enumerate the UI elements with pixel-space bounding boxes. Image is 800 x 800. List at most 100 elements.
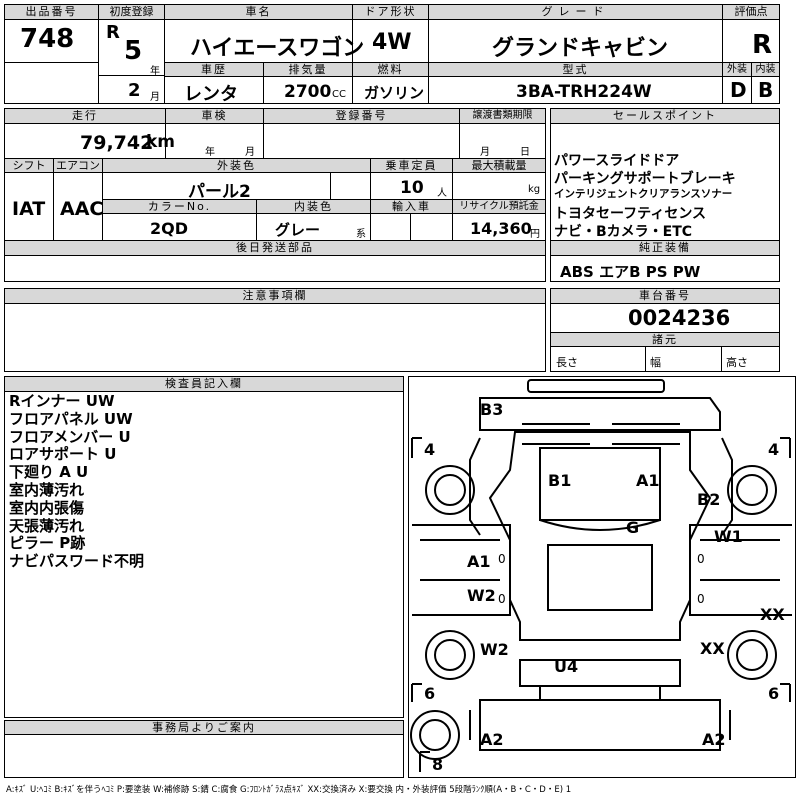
list-item: フロアパネル UW [9,409,133,428]
color-no-header: カラーNo. [103,200,256,214]
mark-b3: B3 [480,400,503,419]
mark-w2-left-low: W2 [480,640,509,659]
mark-o-rr: 0 [697,592,705,606]
displacement-header: 排気量 [264,63,352,77]
list-item: ロアサポート U [9,445,117,464]
list-item: 室内内張傷 [9,498,85,517]
list-item: Rインナー UW [9,392,115,410]
inspector-header: 検査員記入欄 [5,377,403,392]
sales-point: パワースライドドア [554,153,680,169]
list-item: ピラー P跡 [9,534,86,553]
list-item: ナビパスワード不明 [9,552,145,571]
recycle-unit: 円 [530,229,540,240]
inspection-year: 年 [205,147,215,158]
int-color-header: 内装色 [257,200,370,214]
sales-point: トヨタセーフティセンス [554,206,707,222]
top-section [4,4,780,104]
mark-o-lr: 0 [498,592,506,606]
width-label: 幅 [650,356,661,369]
specs-header: 諸元 [551,333,779,347]
tire-fr: 4 [768,440,779,459]
mark-a1-left: A1 [467,552,491,571]
reg-era: R [106,22,120,43]
capacity: 10 [400,178,424,198]
tire-rr: 6 [768,684,779,703]
sales-point: ナビ・Bカメラ・ETC [554,224,693,240]
inspection-month: 月 [245,147,255,158]
aircon-header: エアコン [54,159,102,173]
int-color-suffix: 系 [356,229,366,240]
mark-o-rf: 0 [697,552,705,566]
recycle-value: 14,360 [470,219,532,238]
inspector-section [4,376,404,718]
fuel: ガソリン [364,84,425,102]
transfer-month: 月 [480,147,490,158]
cc-unit: CC [332,89,346,100]
mileage-header: 走行 [5,109,165,124]
mark-xx-right: XX [760,605,785,624]
max-load-header: 最大積載量 [453,159,545,173]
damage-diagram-section [408,376,796,778]
sales-point: パーキングサポートブレーキ [554,171,736,187]
shift-value: IAT [12,198,46,220]
model-code: 3BA-TRH224W [516,82,652,102]
mark-b2: B2 [697,490,720,509]
spare-tire: 8 [432,755,443,774]
list-item: フロアメンバー U [9,427,131,446]
list-item: 下廻り A U [9,463,89,482]
exterior-header: 外装 [723,63,751,77]
mark-a2-right: A2 [702,730,726,749]
reg-no-header: 登録番号 [264,109,459,124]
import-header: 輸入車 [371,200,452,214]
mark-u4: U4 [554,657,578,676]
height-label: 高さ [726,356,748,369]
grade-header: グレード [429,5,722,20]
interior-score: B [758,78,774,102]
lot-number-header: 出品番号 [5,5,98,20]
mark-a2-left: A2 [480,730,504,749]
month-unit: 月 [150,92,160,103]
mark-xx-right-low: XX [700,639,725,658]
exterior-score: D [730,78,747,102]
mark-w2-left: W2 [467,586,496,605]
chassis-number: 0024236 [628,306,731,330]
mileage-unit: km [146,132,176,152]
capacity-unit: 人 [437,188,447,199]
mark-a1-roof: A1 [636,471,660,490]
later-parts-header: 後日発送部品 [5,241,545,256]
inspection-header: 車検 [166,109,263,124]
office-header: 事務局よりご案内 [5,721,403,735]
int-color: グレー [275,221,321,239]
aircon-value: AAC [60,198,104,220]
inspector-notes-list: Rインナー UW フロアパネル UW フロアメンバー U ロアサポート U 下廻… [9,392,145,571]
fuel-header: 燃料 [353,63,428,77]
mark-o-lf: 0 [498,552,506,566]
ext-color-header: 外装色 [103,159,370,173]
model-code-header: 型式 [429,63,722,77]
grade: グランドキャビン [492,36,669,61]
transfer-day: 日 [520,147,530,158]
car-name: ハイエースワゴン [190,36,365,61]
first-reg-header: 初度登録 [99,5,164,20]
sales-points-header: セールスポイント [551,109,779,124]
genuine-equipment: ABS エアB PS PW [560,263,701,281]
mark-g: G [626,518,639,537]
door-type: 4W [372,30,412,55]
car-damage-diagram: B3 B1 A1 B2 G W1 A1 W2 W2 U4 XX XX A2 A2… [410,379,792,774]
reg-year: 5 [124,36,143,66]
damage-legend: A:ｷｽﾞ U:ﾍｺﾐ B:ｷｽﾞを伴うﾍｺﾐ P:要塗装 W:補修跡 S:錆 … [6,785,572,795]
mark-b1: B1 [548,471,571,490]
score: R [752,30,773,60]
interior-header: 内装 [752,63,779,77]
load-unit: kg [528,184,541,195]
tire-rl: 6 [424,684,435,703]
list-item: 室内薄汚れ [9,480,85,499]
capacity-header: 乗車定員 [371,159,452,173]
recycle-header: リサイクル預託金 [453,200,545,214]
reg-month: 2 [128,80,141,101]
chassis-header: 車台番号 [551,289,779,304]
transfer-header: 譲渡書類期限 [460,109,545,124]
door-header: ドア形状 [353,5,428,20]
ext-color: パール2 [188,182,251,202]
car-name-header: 車名 [165,5,352,20]
